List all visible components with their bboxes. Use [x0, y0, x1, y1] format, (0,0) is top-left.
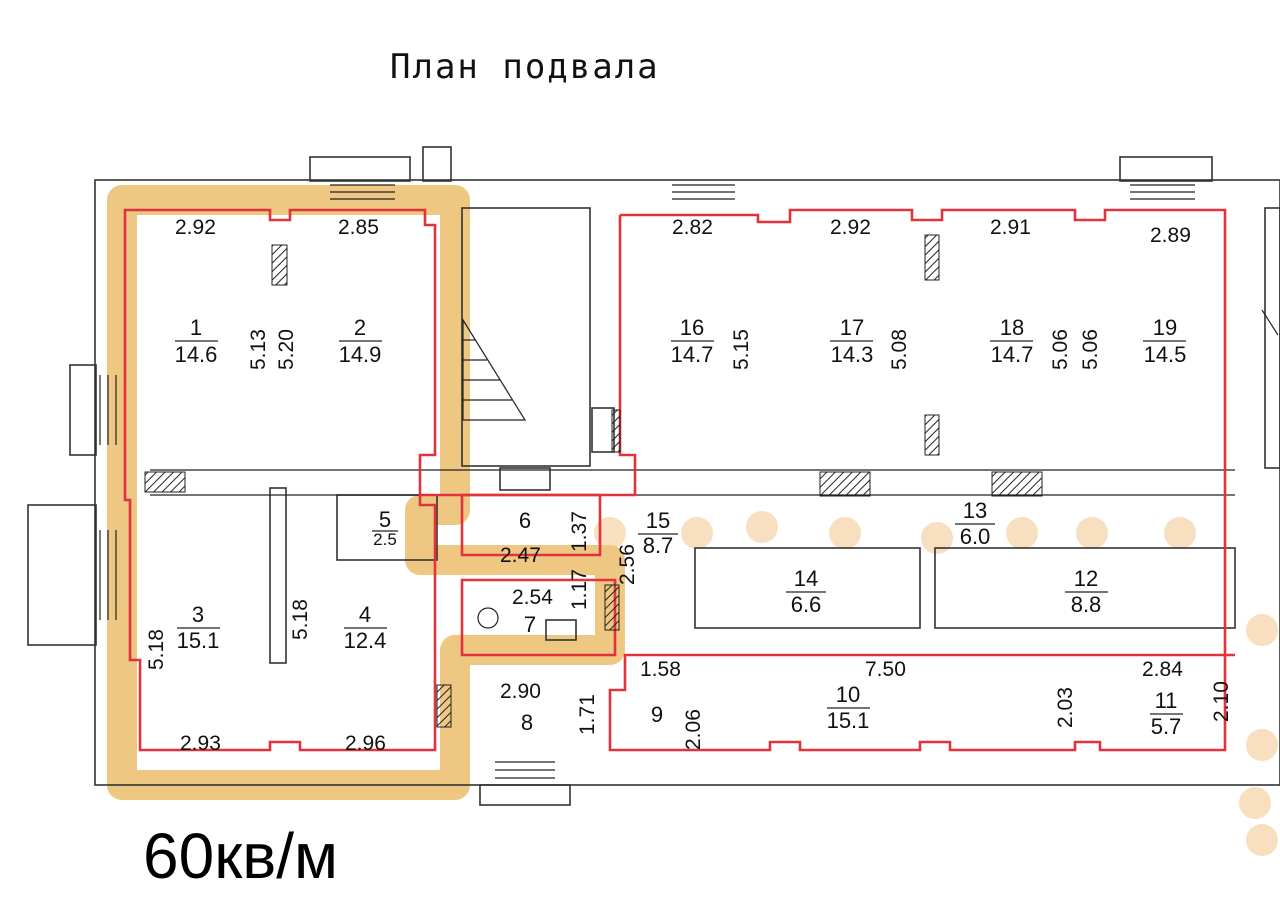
dim-label: 2.92: [830, 216, 871, 239]
svg-text:8: 8: [521, 710, 533, 735]
room-9: 9: [651, 702, 663, 727]
room-labels: 114.6 214.9 315.1 412.4 52.5 6 7 8 9 101…: [175, 315, 1187, 739]
dim-label: 2.92: [175, 216, 216, 239]
room-7: 7: [524, 612, 536, 637]
svg-text:9: 9: [651, 702, 663, 727]
svg-text:5.7: 5.7: [1151, 714, 1182, 739]
room-6: 6: [519, 508, 531, 533]
dim-label: 2.03: [1054, 687, 1077, 728]
fraction-bars: [175, 340, 1186, 715]
svg-text:14.9: 14.9: [339, 342, 382, 367]
svg-text:10: 10: [836, 682, 860, 707]
stairs: [99, 184, 1279, 779]
svg-text:2: 2: [354, 315, 366, 340]
dim-label: 5.06: [1079, 329, 1102, 370]
svg-text:15: 15: [646, 508, 670, 533]
room-outlines: [123, 208, 1235, 752]
dim-label: 1.37: [568, 511, 591, 552]
svg-text:3: 3: [192, 602, 204, 627]
svg-text:2.5: 2.5: [373, 530, 397, 549]
svg-text:18: 18: [1000, 315, 1024, 340]
room-11: 115.7: [1151, 688, 1182, 739]
area-caption: 60кв/м: [143, 820, 338, 892]
svg-text:7: 7: [524, 612, 536, 637]
room-4: 412.4: [344, 602, 387, 653]
dim-label: 2.54: [512, 586, 553, 609]
svg-text:16: 16: [680, 315, 704, 340]
svg-text:4: 4: [359, 602, 371, 627]
dim-label: 1.17: [568, 569, 591, 610]
svg-text:11: 11: [1155, 688, 1178, 713]
svg-text:14.7: 14.7: [991, 342, 1034, 367]
svg-text:14.7: 14.7: [671, 342, 714, 367]
svg-text:8.7: 8.7: [643, 533, 674, 558]
svg-text:14.5: 14.5: [1144, 342, 1187, 367]
dim-label: 7.50: [865, 658, 906, 681]
room-12: 128.8: [1071, 566, 1102, 617]
dim-label: 2.89: [1150, 224, 1191, 247]
svg-text:8.8: 8.8: [1071, 592, 1102, 617]
dim-label: 5.20: [275, 329, 298, 370]
dim-label: 2.06: [682, 709, 705, 750]
dim-label: 2.47: [500, 544, 541, 567]
hatched-columns: [144, 234, 1043, 728]
svg-text:1: 1: [190, 315, 202, 340]
svg-text:5: 5: [379, 507, 391, 532]
svg-text:12: 12: [1074, 566, 1098, 591]
dim-label: 2.10: [1210, 681, 1233, 722]
room-1: 114.6: [175, 315, 218, 367]
dim-label: 1.58: [640, 658, 681, 681]
building-outline: [27, 146, 1280, 806]
dim-label: 2.84: [1142, 658, 1183, 681]
svg-text:14: 14: [794, 566, 818, 591]
dim-label: 5.06: [1049, 329, 1072, 370]
dim-label: 5.18: [289, 599, 312, 640]
svg-text:15.1: 15.1: [827, 708, 870, 733]
dim-label: 2.85: [338, 216, 379, 239]
dim-label: 2.96: [345, 732, 386, 755]
plan-title: План подвала: [390, 47, 660, 87]
room-15: 158.7: [643, 508, 674, 558]
dim-label: 5.13: [247, 329, 270, 370]
svg-text:6.0: 6.0: [960, 524, 991, 549]
svg-text:12.4: 12.4: [344, 628, 387, 653]
svg-text:17: 17: [840, 315, 864, 340]
room-14: 146.6: [791, 566, 822, 617]
room-13: 136.0: [960, 498, 991, 549]
dim-label: 2.91: [990, 216, 1031, 239]
dim-label: 1.71: [576, 694, 599, 735]
svg-text:15.1: 15.1: [177, 628, 220, 653]
svg-text:13: 13: [963, 498, 987, 523]
svg-text:6.6: 6.6: [791, 592, 822, 617]
dim-label: 5.18: [145, 629, 168, 670]
dim-label: 5.08: [888, 329, 911, 370]
dimension-labels: 2.92 2.85 5.13 5.20 2.82 2.92 2.91 2.89 …: [145, 216, 1233, 755]
svg-text:14.6: 14.6: [175, 342, 218, 367]
dim-label: 5.15: [730, 329, 753, 370]
dim-label: 2.82: [672, 216, 713, 239]
room-3: 315.1: [177, 602, 220, 653]
interior-walls: [150, 207, 1236, 664]
dim-label: 2.56: [616, 544, 639, 585]
svg-text:14.3: 14.3: [831, 342, 874, 367]
svg-text:6: 6: [519, 508, 531, 533]
dim-label: 2.93: [180, 732, 221, 755]
decorative-dots: [594, 511, 1278, 856]
svg-text:19: 19: [1153, 315, 1177, 340]
room-5: 52.5: [373, 507, 397, 549]
dim-label: 2.90: [500, 680, 541, 703]
room-8: 8: [521, 710, 533, 735]
room-2: 214.9: [339, 315, 382, 367]
